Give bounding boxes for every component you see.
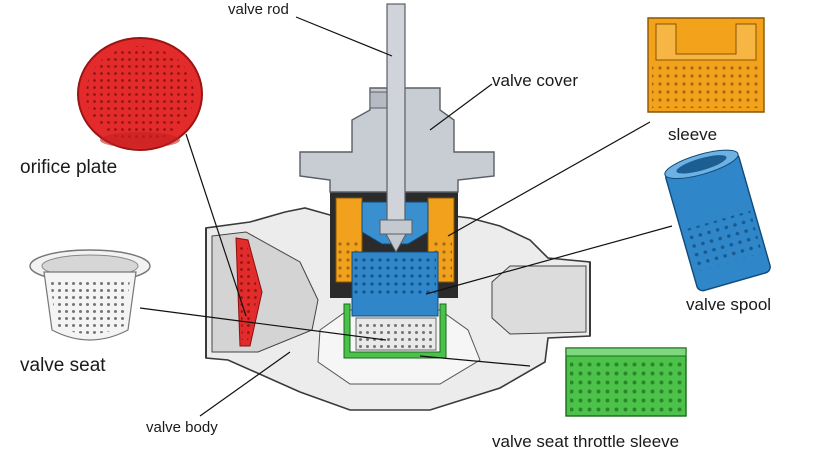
leader-valve-seat bbox=[139, 307, 387, 341]
right-port-interior bbox=[491, 265, 587, 335]
orifice-plate-icon bbox=[77, 37, 203, 151]
leader-sleeve bbox=[447, 121, 651, 237]
sleeve-icon bbox=[647, 17, 765, 113]
valve-seat-icon bbox=[29, 249, 151, 341]
label-sleeve: sleeve bbox=[668, 125, 718, 144]
leader-valve-rod bbox=[295, 16, 393, 57]
label-valve-seat-throttle-sleeve: valve seat throttle sleeve bbox=[492, 432, 680, 451]
leader-valve-body bbox=[199, 351, 291, 417]
valve-spool-in-body bbox=[351, 201, 439, 317]
throttle-sleeve-icon bbox=[565, 347, 687, 417]
leader-throttle-sleeve bbox=[419, 355, 531, 367]
leader-lines bbox=[139, 16, 673, 417]
label-valve-spool: valve spool bbox=[686, 295, 772, 314]
label-valve-seat: valve seat bbox=[20, 355, 106, 376]
leader-valve-spool bbox=[425, 225, 673, 295]
label-valve-body: valve body bbox=[146, 419, 218, 436]
valve-rod-part bbox=[379, 3, 413, 254]
label-valve-rod: valve rod bbox=[228, 1, 289, 18]
valve-spool-icon bbox=[664, 149, 771, 292]
leader-orifice-plate bbox=[185, 133, 247, 317]
throttle-sleeve-in-body bbox=[343, 303, 447, 359]
leader-valve-cover bbox=[429, 83, 493, 131]
label-valve-cover: valve cover bbox=[492, 71, 578, 90]
valve-rod-shaft bbox=[386, 3, 406, 237]
label-orifice-plate: orifice plate bbox=[20, 157, 118, 178]
